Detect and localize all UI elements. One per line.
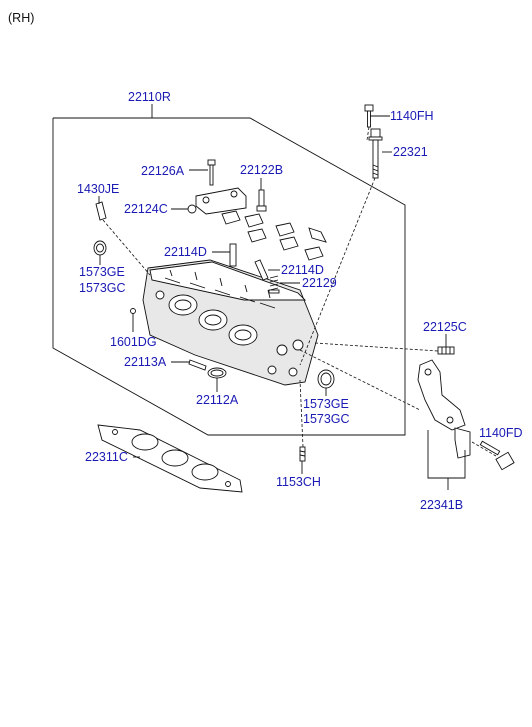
leader-22341b bbox=[427, 430, 466, 490]
ring-22112a[interactable] bbox=[207, 367, 227, 379]
label-1573ge-right: 1573GE bbox=[303, 397, 349, 411]
label-22114d-left: 22114D bbox=[164, 245, 207, 259]
bracket-22341b[interactable] bbox=[417, 359, 471, 459]
cap-bolt-22126a[interactable] bbox=[207, 159, 216, 186]
plug-left[interactable] bbox=[93, 240, 107, 256]
label-22129: 22129 bbox=[302, 276, 337, 290]
seal-22113a[interactable] bbox=[188, 359, 207, 371]
label-1601dg: 1601DG bbox=[110, 335, 157, 349]
label-22311c: 22311C bbox=[85, 450, 128, 464]
long-bolt-22321[interactable] bbox=[368, 128, 383, 179]
label-22125c: 22125C bbox=[423, 320, 467, 334]
head-gasket-22311c[interactable] bbox=[97, 424, 243, 493]
plug-1601dg[interactable] bbox=[130, 308, 136, 314]
cam-cap[interactable] bbox=[195, 187, 247, 215]
label-1573gc-left: 1573GC bbox=[79, 281, 126, 295]
stud-1153ch[interactable] bbox=[299, 446, 306, 462]
pin-22124c[interactable] bbox=[187, 204, 197, 214]
label-1430je: 1430JE bbox=[77, 182, 119, 196]
label-1573ge-left: 1573GE bbox=[79, 265, 125, 279]
stud-22125c[interactable] bbox=[437, 346, 455, 355]
bolt-1140fd[interactable] bbox=[479, 440, 515, 471]
dowel-1430je[interactable] bbox=[95, 201, 107, 221]
label-1573gc-right: 1573GC bbox=[303, 412, 350, 426]
assembly-outline bbox=[52, 117, 406, 436]
plug-right[interactable] bbox=[317, 369, 335, 389]
stud-22122b[interactable] bbox=[256, 189, 267, 212]
guide-22114d-left[interactable] bbox=[229, 243, 237, 267]
label-22110r: 22110R bbox=[128, 90, 171, 104]
label-1153ch: 1153CH bbox=[276, 475, 321, 489]
label-1140fh: 1140FH bbox=[390, 109, 434, 123]
label-22113a: 22113A bbox=[124, 355, 167, 369]
label-22114d-right: 22114D bbox=[281, 263, 324, 277]
guide-22114d-right[interactable] bbox=[254, 259, 269, 281]
cam-caps-set[interactable] bbox=[221, 210, 327, 261]
cylinder-head[interactable] bbox=[142, 259, 319, 386]
label-22122b: 22122B bbox=[240, 163, 283, 177]
label-22112a: 22112A bbox=[196, 393, 239, 407]
label-22341b: 22341B bbox=[420, 498, 463, 512]
label-22126a: 22126A bbox=[141, 164, 185, 178]
side-label: (RH) bbox=[8, 11, 34, 25]
label-1140fd: 1140FD bbox=[479, 426, 523, 440]
label-22321: 22321 bbox=[393, 145, 428, 159]
spring-22129[interactable] bbox=[268, 275, 280, 294]
label-22124c: 22124C bbox=[124, 202, 168, 216]
